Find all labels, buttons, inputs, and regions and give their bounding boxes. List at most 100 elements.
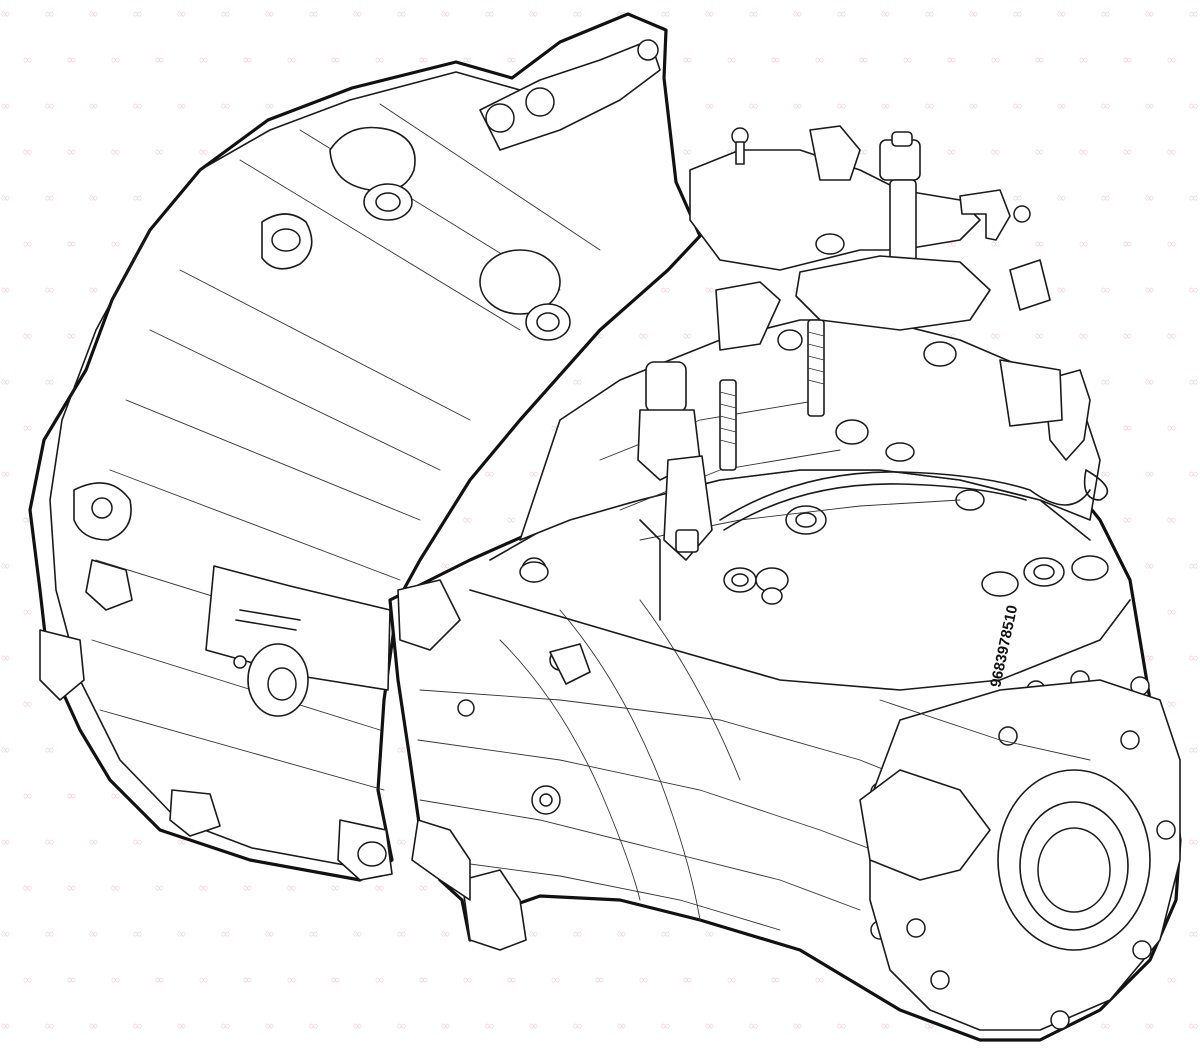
top-internals (519, 319, 1109, 605)
watermark-glyph: ∞ (66, 789, 77, 804)
watermark-glyph: ∞ (396, 743, 407, 758)
watermark-glyph: ∞ (1188, 743, 1199, 758)
watermark-glyph: ∞ (638, 973, 649, 988)
end-cover (859, 679, 1181, 1031)
watermark-glyph: ∞ (572, 1019, 583, 1034)
watermark-glyph: ∞ (220, 99, 231, 114)
watermark-glyph: ∞ (1188, 1019, 1199, 1034)
watermark-glyph: ∞ (330, 881, 341, 896)
watermark-glyph: ∞ (704, 99, 715, 114)
watermark-glyph: ∞ (0, 283, 11, 298)
watermark-glyph: ∞ (44, 927, 55, 942)
watermark-glyph: ∞ (506, 53, 517, 68)
watermark-glyph: ∞ (198, 881, 209, 896)
watermark-glyph: ∞ (682, 973, 693, 988)
watermark-glyph: ∞ (264, 927, 275, 942)
watermark-glyph: ∞ (1078, 329, 1089, 344)
watermark-glyph: ∞ (1188, 835, 1199, 850)
watermark-glyph: ∞ (1166, 53, 1177, 68)
watermark-glyph: ∞ (0, 835, 11, 850)
watermark-glyph: ∞ (1188, 191, 1199, 206)
watermark-glyph: ∞ (880, 99, 891, 114)
watermark-glyph: ∞ (484, 1019, 495, 1034)
watermark-glyph: ∞ (44, 375, 55, 390)
watermark-glyph: ∞ (352, 927, 363, 942)
watermark-glyph: ∞ (242, 881, 253, 896)
watermark-glyph: ∞ (1078, 237, 1089, 252)
watermark-glyph: ∞ (1188, 467, 1199, 482)
watermark-glyph: ∞ (1166, 237, 1177, 252)
watermark-glyph: ∞ (418, 53, 429, 68)
watermark-glyph: ∞ (198, 973, 209, 988)
watermark-glyph: ∞ (418, 973, 429, 988)
watermark-glyph: ∞ (1100, 283, 1111, 298)
watermark-glyph: ∞ (176, 99, 187, 114)
mounting-studs (719, 319, 825, 471)
watermark-glyph: ∞ (220, 927, 231, 942)
watermark-glyph: ∞ (814, 973, 825, 988)
watermark-glyph: ∞ (572, 375, 583, 390)
watermark-glyph: ∞ (264, 7, 275, 22)
watermark-glyph: ∞ (1166, 973, 1177, 988)
watermark-glyph: ∞ (352, 7, 363, 22)
watermark-glyph: ∞ (264, 1019, 275, 1034)
watermark-glyph: ∞ (682, 329, 693, 344)
watermark-glyph: ∞ (308, 1019, 319, 1034)
watermark-glyph: ∞ (88, 99, 99, 114)
watermark-glyph: ∞ (22, 881, 33, 896)
watermark-glyph: ∞ (968, 99, 979, 114)
watermark-glyph: ∞ (1100, 99, 1111, 114)
watermark-glyph: ∞ (1056, 283, 1067, 298)
watermark-glyph: ∞ (110, 145, 121, 160)
watermark-glyph: ∞ (792, 99, 803, 114)
watermark-glyph: ∞ (286, 881, 297, 896)
watermark-glyph: ∞ (110, 237, 121, 252)
watermark-glyph: ∞ (1144, 375, 1155, 390)
watermark-glyph: ∞ (528, 467, 539, 482)
watermark-glyph: ∞ (0, 927, 11, 942)
watermark-glyph: ∞ (990, 145, 1001, 160)
watermark-glyph: ∞ (990, 53, 1001, 68)
watermark-glyph: ∞ (726, 53, 737, 68)
watermark-glyph: ∞ (22, 53, 33, 68)
watermark-glyph: ∞ (374, 973, 385, 988)
watermark-glyph: ∞ (374, 53, 385, 68)
watermark-glyph: ∞ (484, 467, 495, 482)
watermark-glyph: ∞ (396, 927, 407, 942)
watermark-glyph: ∞ (792, 1019, 803, 1034)
watermark-glyph: ∞ (704, 1019, 715, 1034)
watermark-glyph: ∞ (1166, 697, 1177, 712)
watermark-glyph: ∞ (242, 973, 253, 988)
watermark-glyph: ∞ (0, 99, 11, 114)
watermark-glyph: ∞ (352, 1019, 363, 1034)
watermark-glyph: ∞ (902, 53, 913, 68)
watermark-glyph: ∞ (66, 53, 77, 68)
watermark-glyph: ∞ (528, 1019, 539, 1034)
watermark-glyph: ∞ (22, 789, 33, 804)
watermark-glyph: ∞ (0, 7, 11, 22)
watermark-glyph: ∞ (22, 605, 33, 620)
watermark-glyph: ∞ (506, 513, 517, 528)
watermark-glyph: ∞ (704, 927, 715, 942)
watermark-glyph: ∞ (1100, 7, 1111, 22)
watermark-glyph: ∞ (462, 53, 473, 68)
watermark-glyph: ∞ (22, 145, 33, 160)
watermark-glyph: ∞ (748, 1019, 759, 1034)
watermark-glyph: ∞ (682, 145, 693, 160)
watermark-glyph: ∞ (0, 559, 11, 574)
watermark-glyph: ∞ (1144, 191, 1155, 206)
watermark-glyph: ∞ (88, 191, 99, 206)
watermark-glyph: ∞ (1144, 283, 1155, 298)
watermark-glyph: ∞ (946, 329, 957, 344)
watermark-glyph: ∞ (176, 1019, 187, 1034)
watermark-glyph: ∞ (110, 789, 121, 804)
watermark-glyph: ∞ (286, 973, 297, 988)
shift-tower (689, 125, 1051, 351)
watermark-glyph: ∞ (616, 1019, 627, 1034)
watermark-glyph: ∞ (44, 1019, 55, 1034)
watermark-glyph: ∞ (44, 835, 55, 850)
watermark-glyph: ∞ (396, 1019, 407, 1034)
watermark-glyph: ∞ (726, 973, 737, 988)
watermark-glyph: ∞ (22, 329, 33, 344)
watermark-glyph: ∞ (1166, 421, 1177, 436)
